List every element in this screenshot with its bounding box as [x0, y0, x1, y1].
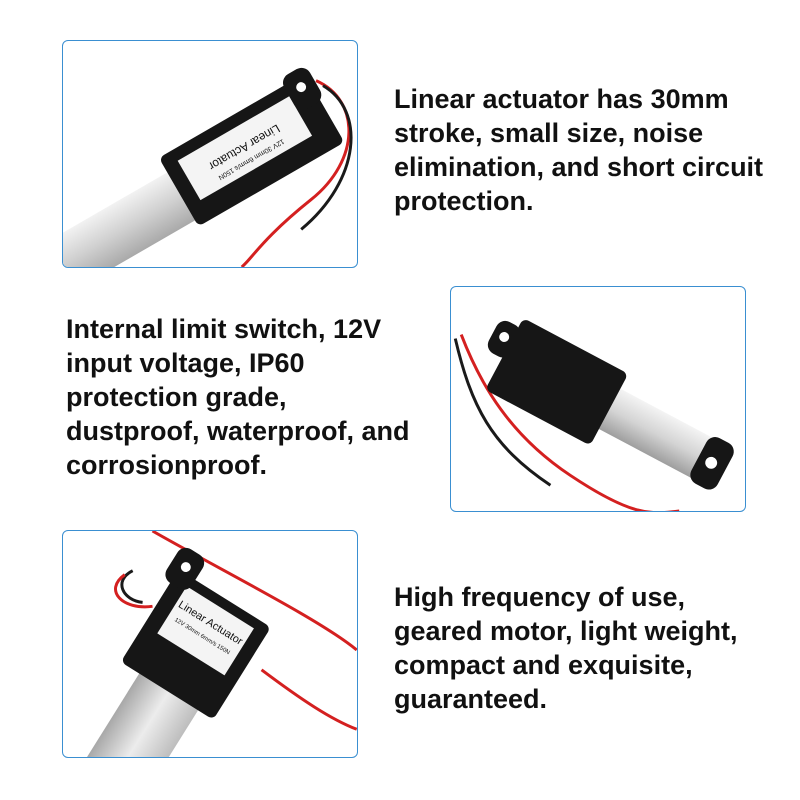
feature-text-3: High frequency of use, geared motor, lig… — [394, 580, 794, 716]
feature-1-line-4: protection. — [394, 186, 534, 216]
product-photo-1: Linear Actuator 12V 30mm 6mm/s 150N — [62, 40, 358, 268]
feature-1-line-3: elimination, and short circuit — [394, 152, 764, 182]
feature-3-line-1: High frequency of use, — [394, 582, 686, 612]
feature-1-line-2: stroke, small size, noise — [394, 118, 704, 148]
actuator-illustration-1: Linear Actuator 12V 30mm 6mm/s 150N — [63, 67, 353, 267]
feature-text-2: Internal limit switch, 12V input voltage… — [66, 312, 436, 482]
actuator-illustration-2 — [453, 320, 734, 511]
feature-3-line-4: guaranteed. — [394, 684, 548, 714]
feature-2-line-3: protection grade, — [66, 382, 287, 412]
feature-2-line-2: input voltage, IP60 — [66, 348, 305, 378]
feature-3-line-2: geared motor, light weight, — [394, 616, 738, 646]
feature-2-line-5: corrosionproof. — [66, 450, 267, 480]
feature-2-line-1: Internal limit switch, 12V — [66, 314, 382, 344]
actuator-illustration-3: Linear Actuator 12V 30mm 6mm/s 150N — [81, 531, 357, 757]
product-photo-2 — [450, 286, 746, 512]
feature-3-line-3: compact and exquisite, — [394, 650, 693, 680]
feature-2-line-4: dustproof, waterproof, and — [66, 416, 410, 446]
feature-1-line-1: Linear actuator has 30mm — [394, 84, 729, 114]
product-photo-3: Linear Actuator 12V 30mm 6mm/s 150N — [62, 530, 358, 758]
feature-text-1: Linear actuator has 30mm stroke, small s… — [394, 82, 794, 218]
